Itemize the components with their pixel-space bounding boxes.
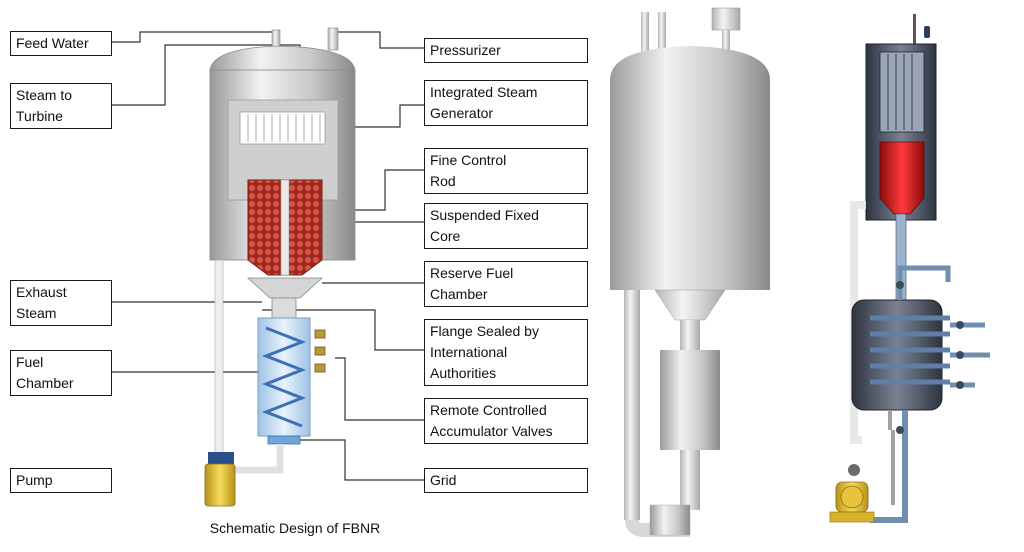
label-fuel-chamber: Fuel Chamber xyxy=(10,350,112,396)
label-feed-water: Feed Water xyxy=(10,31,112,56)
label-pump: Pump xyxy=(10,468,112,493)
label-reserve-fuel-chamber: Reserve Fuel Chamber xyxy=(424,261,588,307)
control-rod-drawing xyxy=(280,179,290,276)
vessel-render xyxy=(610,7,770,537)
schematic-diagram xyxy=(112,27,424,507)
label-integrated-steam-generator: Integrated Steam Generator xyxy=(424,80,588,126)
label-accumulator-valves: Remote Controlled Accumulator Valves xyxy=(424,398,588,444)
label-pressurizer: Pressurizer xyxy=(424,38,588,63)
figure-caption: Schematic Design of FBNR xyxy=(209,520,381,536)
label-grid: Grid xyxy=(424,468,588,493)
label-suspended-fixed-core: Suspended Fixed Core xyxy=(424,203,588,249)
label-flange-sealed: Flange Sealed by International Authoriti… xyxy=(424,319,588,386)
label-steam-to-turbine: Steam to Turbine xyxy=(10,83,112,129)
label-exhaust-steam: Exhaust Steam xyxy=(10,280,112,326)
label-fine-control-rod: Fine Control Rod xyxy=(424,148,588,194)
pump-drawing xyxy=(204,463,236,507)
cutaway-render xyxy=(829,14,990,523)
